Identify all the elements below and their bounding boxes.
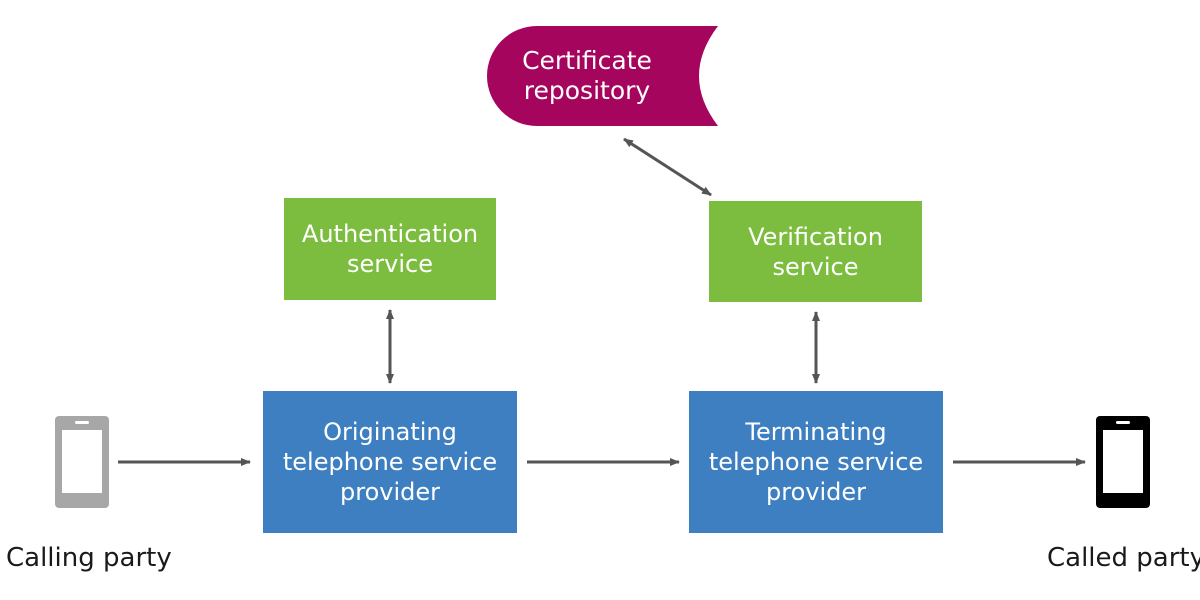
certificate-repository-shape bbox=[487, 26, 718, 126]
verification-service-label: Verification service bbox=[748, 222, 883, 281]
certificate-repository-label: Certificate repository bbox=[522, 46, 652, 105]
certificate-repository: Certificate repository bbox=[487, 26, 687, 126]
terminating-provider-box: Terminating telephone service provider bbox=[689, 391, 943, 533]
arrow-repository-verification bbox=[623, 137, 712, 197]
verification-service-box: Verification service bbox=[709, 201, 922, 302]
calling-party-label: Calling party bbox=[6, 543, 172, 573]
authentication-service-box: Authentication service bbox=[284, 198, 496, 300]
authentication-service-label: Authentication service bbox=[301, 220, 479, 278]
originating-provider-label: Originating telephone service provider bbox=[282, 418, 498, 506]
originating-provider-box: Originating telephone service provider bbox=[263, 391, 517, 533]
called-party-label: Called party bbox=[1047, 543, 1200, 573]
calling-party-phone-icon bbox=[55, 416, 109, 508]
terminating-provider-label: Terminating telephone service provider bbox=[708, 418, 924, 506]
called-party-phone-icon bbox=[1096, 416, 1150, 508]
